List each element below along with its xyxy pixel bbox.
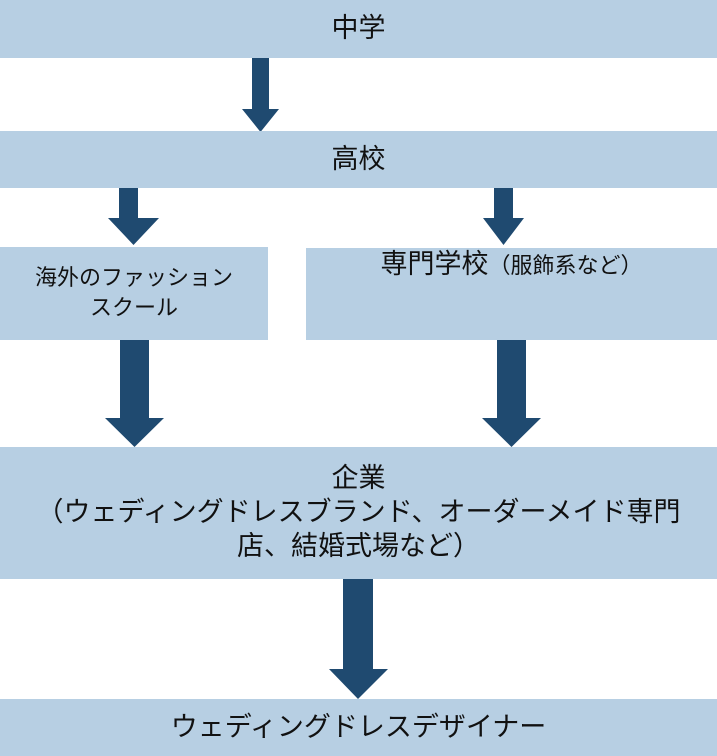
node-company-detail-line-1: （ウェディングドレスブランド、オーダーメイド専門 (36, 497, 681, 528)
node-high-school: 高校 (0, 131, 717, 188)
arrow-shape (483, 188, 524, 245)
node-junior-high-label: 中学 (331, 13, 386, 44)
arrow-company-to-designer (329, 579, 388, 699)
node-company: 企業 （ウェディングドレスブランド、オーダーメイド専門 店、結婚式場など） (0, 447, 717, 579)
node-overseas-fashion-school: 海外のファッション スクール (0, 247, 268, 340)
node-overseas-school-line-2: スクール (89, 295, 178, 321)
node-overseas-school-line-1: 海外のファッション (34, 265, 233, 291)
arrow-shape (482, 340, 541, 447)
node-vocational-school: 専門学校 （服飾系など） (306, 248, 717, 340)
node-designer-label: ウェディングドレスデザイナー (170, 711, 547, 743)
node-junior-high: 中学 (0, 0, 717, 58)
arrow-shape (242, 58, 279, 132)
node-company-label: 企業 (331, 463, 386, 494)
node-company-detail-line-2: 店、結婚式場など） (237, 531, 480, 562)
arrow-shape (329, 579, 388, 699)
arrow-shape (108, 188, 159, 245)
arrow-vocational-school-to-company (482, 340, 541, 447)
arrow-shape (105, 340, 164, 447)
arrow-junior-high-to-high-school (242, 58, 279, 132)
node-wedding-dress-designer: ウェディングドレスデザイナー (0, 699, 717, 756)
node-vocational-school-note: （服飾系など） (488, 254, 643, 279)
node-high-school-label: 高校 (331, 143, 386, 175)
arrow-high-school-to-vocational-school (483, 188, 524, 245)
arrow-high-school-to-overseas-school (108, 188, 159, 245)
arrow-overseas-school-to-company (105, 340, 164, 447)
node-vocational-school-label: 専門学校 (380, 249, 489, 280)
